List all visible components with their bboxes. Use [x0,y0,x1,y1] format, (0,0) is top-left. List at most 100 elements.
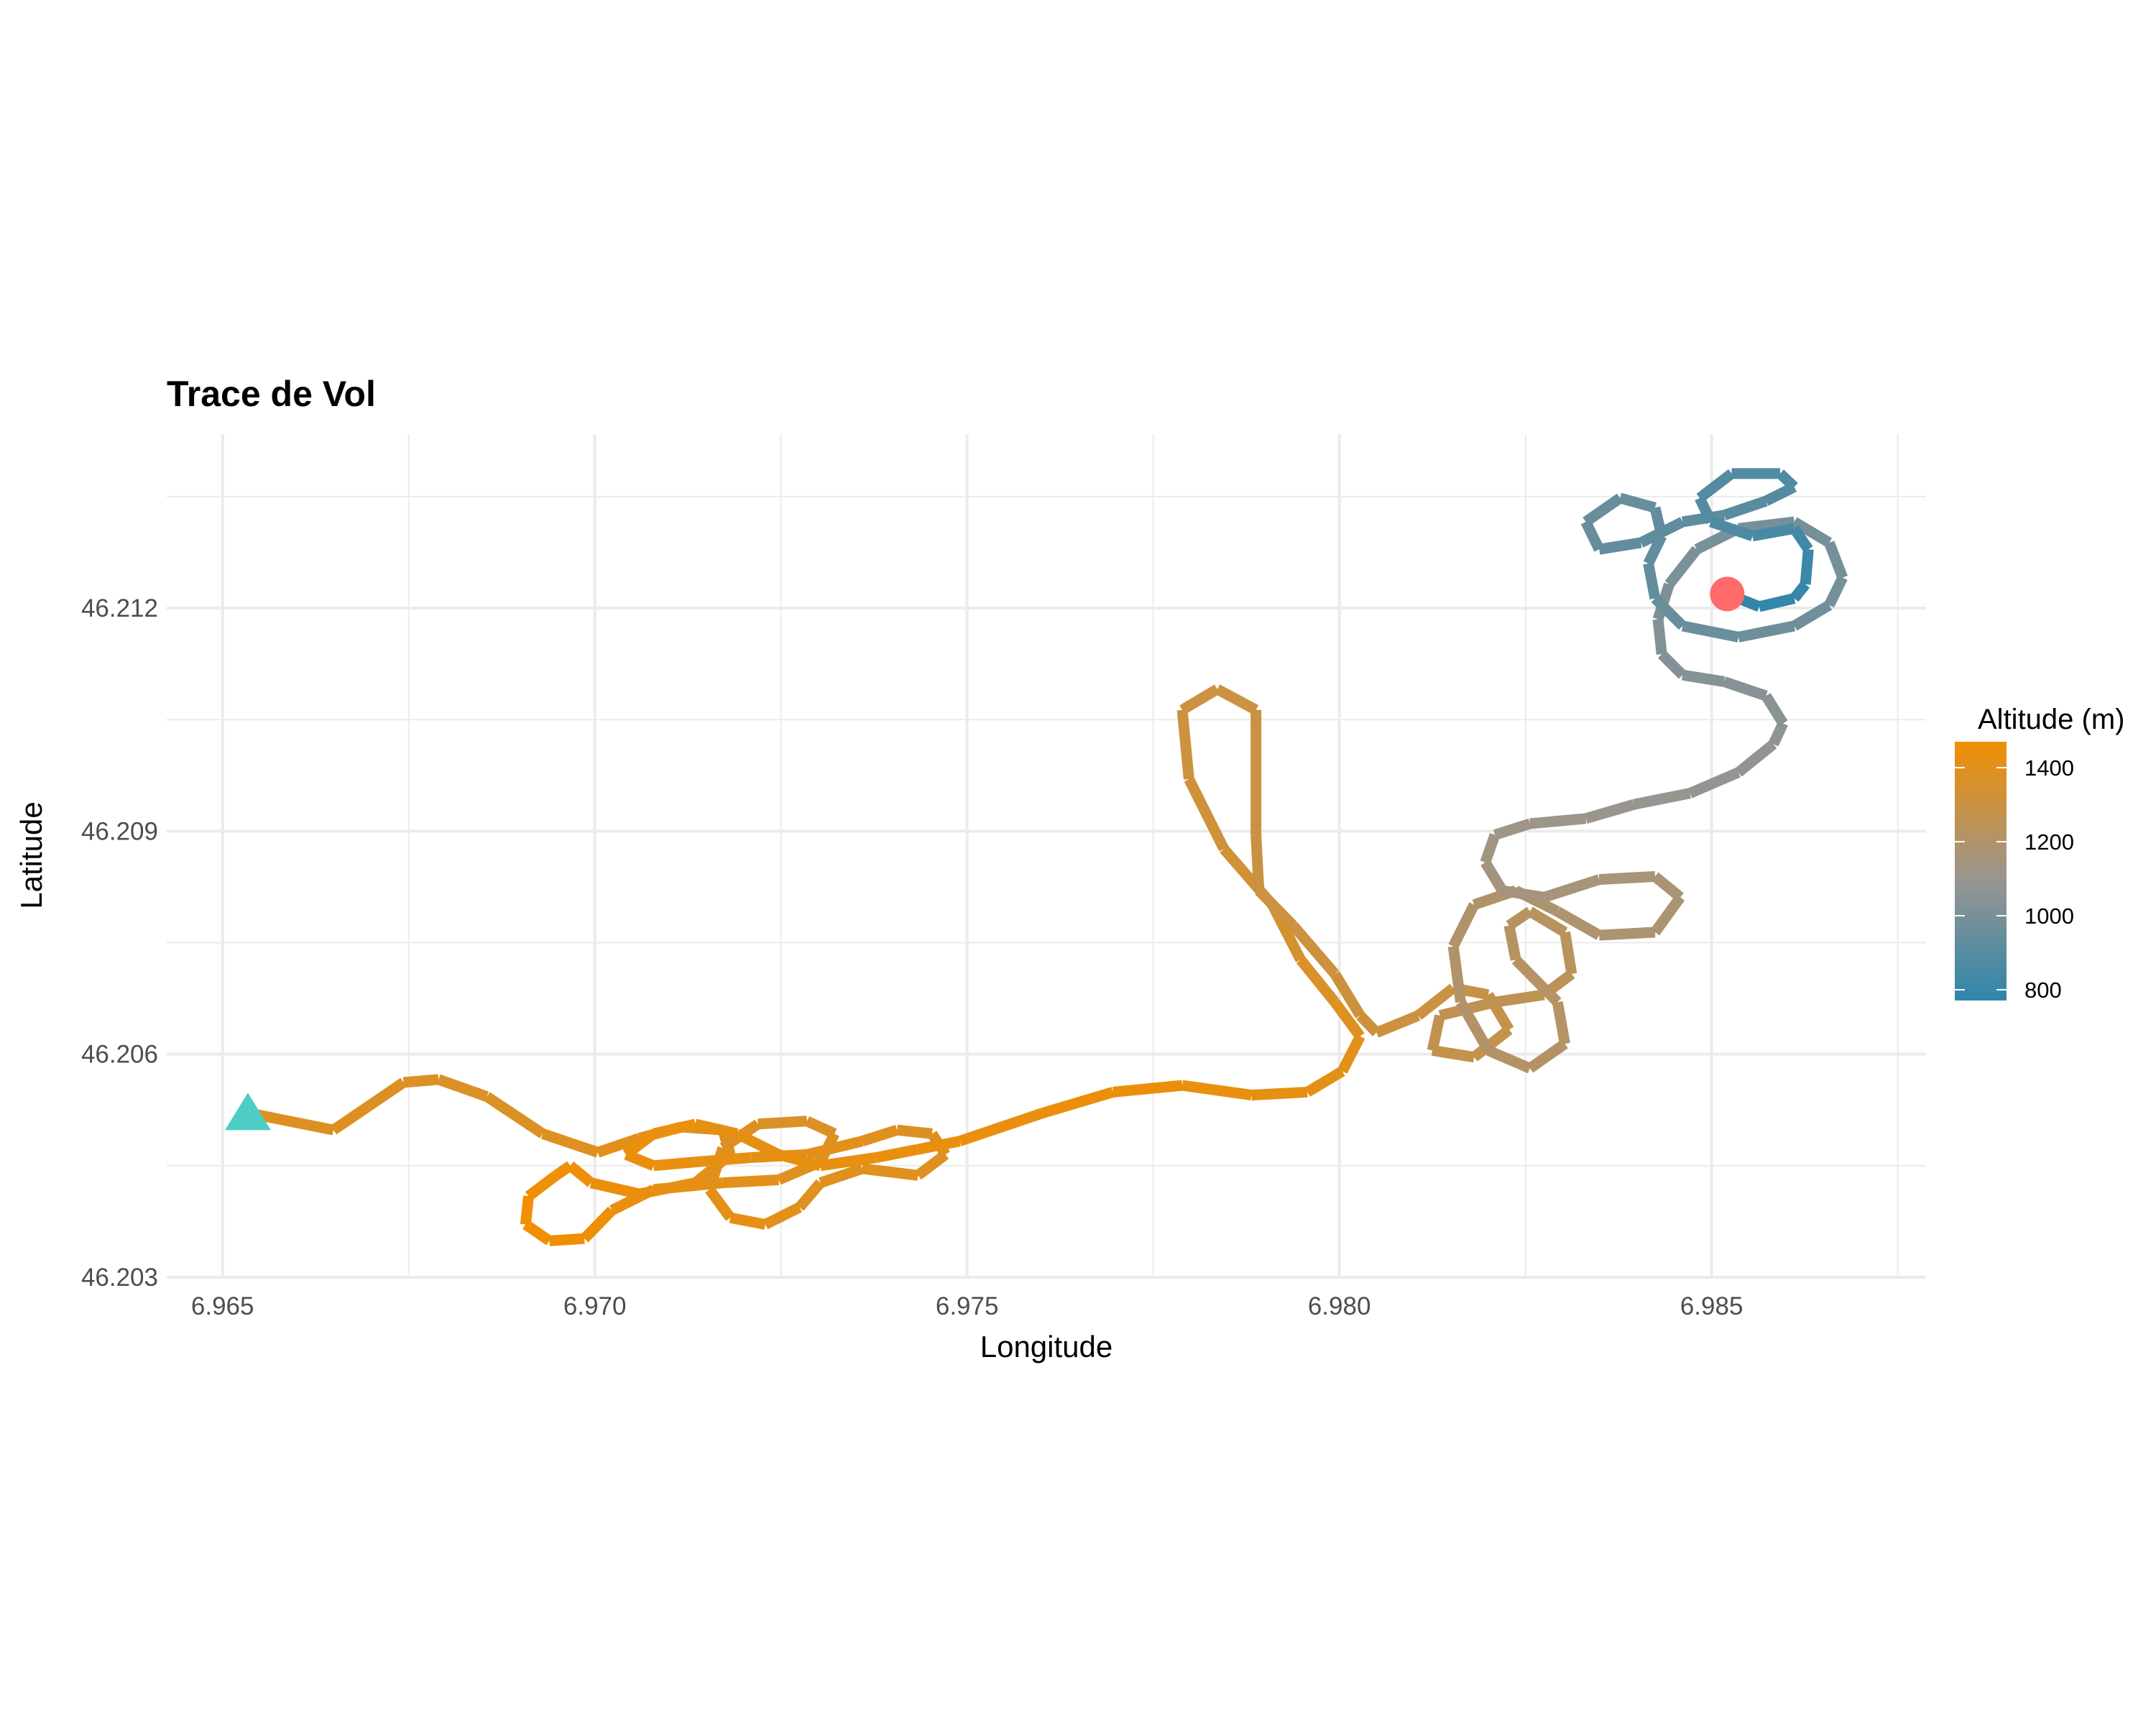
track-segment [1330,998,1365,1040]
track-segment [525,1171,560,1201]
track-segment [1800,548,1814,585]
track-segment [1696,469,1736,502]
track-segment [1583,493,1623,527]
track-segment [622,1129,658,1159]
track-segment [1598,926,1656,941]
track-segment [722,1174,779,1189]
track-segment [1431,1045,1475,1063]
track-segment [1737,620,1796,643]
track-segment [540,1128,600,1158]
track-segment [402,1074,439,1088]
x-tick-label: 6.980 [1308,1292,1371,1320]
track-segment [1560,931,1577,975]
x-tick-label: 6.975 [936,1292,999,1320]
track-segment [1503,924,1521,961]
track-segment [1776,469,1798,491]
chart-title: Trace de Vol [167,374,376,414]
track-segment [1179,684,1220,715]
track-segment [819,1163,865,1188]
track-segment [1664,546,1701,588]
x-tick-label: 6.985 [1680,1292,1743,1320]
track-segment [1501,885,1545,903]
legend-title: Altitude (m) [1978,704,2125,735]
track-segment [860,1125,899,1146]
track-segment [609,1184,656,1215]
track-segment [1722,676,1768,702]
track-segment [694,1118,739,1139]
track-segment [1824,540,1848,580]
track-segment [1643,562,1661,600]
y-tick-label: 46.206 [81,1041,158,1069]
track-segment [1506,906,1534,930]
track-segment [1657,650,1687,679]
track-segment [1758,593,1796,612]
track-segment [1789,581,1810,602]
track-segment [916,1136,961,1155]
track-segment [1330,971,1365,1018]
track-segment [734,1128,781,1160]
track-segment [819,1152,877,1172]
track-segment [1470,1025,1513,1062]
track-segment [1304,1067,1345,1097]
track-segment [553,1161,573,1180]
track-segment [1722,495,1768,520]
x-tick-label: 6.965 [191,1292,254,1320]
track-segment [1598,870,1656,886]
y-tick-label: 46.209 [81,817,158,845]
x-axis-title: Longitude [980,1330,1113,1363]
track-segment [365,1077,407,1111]
track-segment [1695,495,1716,525]
track-segment [1448,902,1479,949]
legend-tick-label: 1200 [2024,829,2074,855]
y-tick-label: 46.203 [81,1264,158,1292]
track-segment [795,1179,825,1211]
legend-tick-label: 800 [2024,978,2062,1003]
track-segment [1447,945,1466,1003]
y-axis-title: Latitude [14,801,48,908]
track-segment [549,1233,585,1246]
track-segment [1709,516,1755,541]
track-segment [1598,537,1642,555]
track-segment [1789,525,1813,553]
track-segment [1255,886,1297,929]
track-segment [484,1092,546,1138]
track-segment [1493,818,1532,840]
track-segment [1480,833,1501,865]
track-segment [806,1136,864,1160]
track-segment [436,1074,489,1102]
track-segment [1427,1014,1445,1052]
track-segment [1337,1034,1365,1074]
track-segment [1356,1011,1381,1036]
track-segment [1768,721,1788,747]
track-segment [1414,983,1457,1020]
track-segment [1374,1010,1421,1038]
track-segment [729,1212,767,1230]
markers [224,576,1745,1131]
y-axis-ticks: 46.203 46.206 46.209 46.212 [81,594,158,1292]
y-tick-label: 46.212 [81,594,158,622]
track-segment [1456,999,1493,1054]
track-segment [1735,740,1777,777]
track-segment [596,1133,642,1158]
track-segment [1250,834,1265,891]
track-segment [1633,788,1692,810]
track-segment [1215,684,1259,715]
track-segment [566,1162,595,1187]
track-segment [1652,618,1667,655]
track-segment [1687,767,1741,799]
track-segment [652,1118,697,1139]
track-segment [1643,533,1667,566]
track-segment [914,1150,949,1180]
legend-colorbar [1955,742,2007,1000]
track-segment [653,1156,696,1172]
track-segment [705,1186,735,1221]
track-segment [1682,669,1726,687]
track-segment [1041,1087,1115,1118]
track-segment [1176,709,1194,780]
track-segment [757,1116,808,1130]
track-segment [1494,989,1545,1008]
track-segment [1526,1039,1568,1073]
track-segment [1181,1080,1253,1101]
track-segment [1552,1000,1570,1045]
